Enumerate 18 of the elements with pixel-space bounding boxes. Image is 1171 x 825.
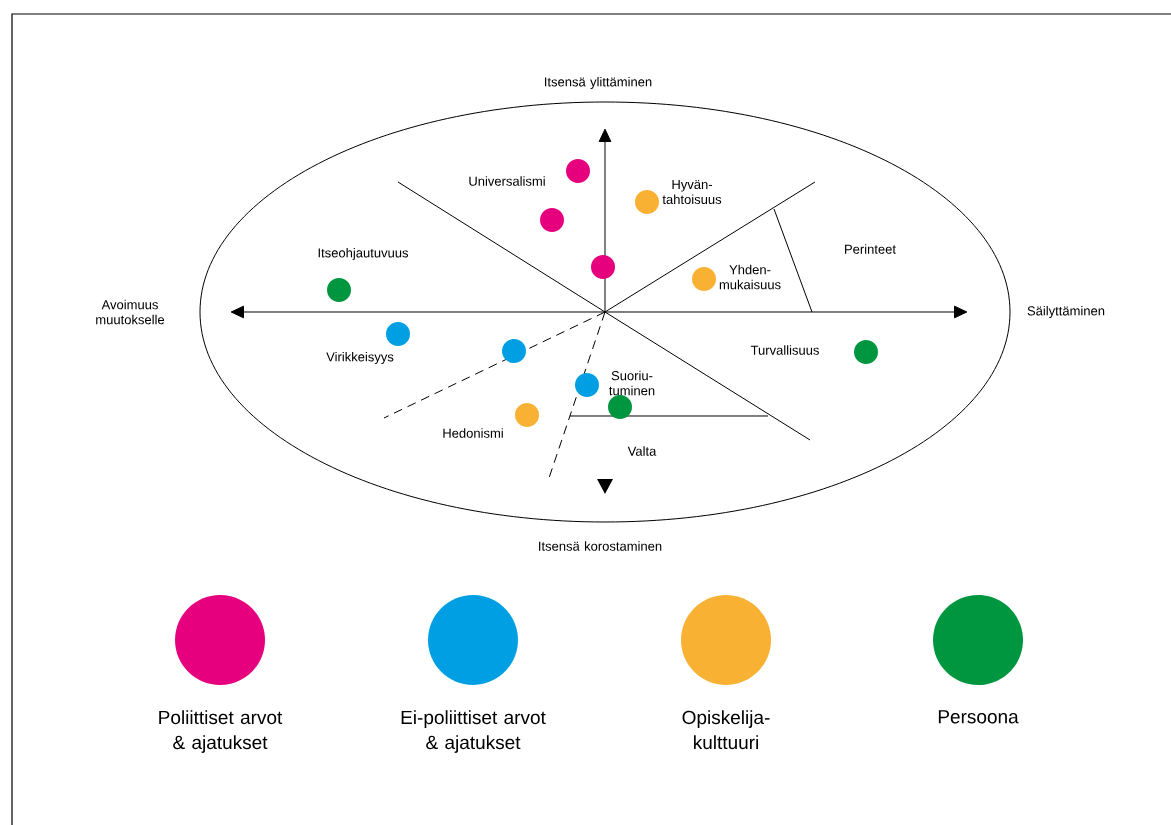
legend-label: Ei-poliittiset arvot & ajatukset: [401, 710, 546, 753]
value-label: Virikkeisyys: [326, 351, 394, 365]
value-label: Universalismi: [469, 176, 545, 186]
value-label: Säilyttäminen: [1027, 305, 1105, 319]
value-label: Turvallisuus: [750, 345, 819, 355]
value-label: Itseohjautuvuus: [318, 247, 409, 261]
value-label: Hyvän- tahtoisuus: [662, 179, 722, 205]
value-label: Yhden- mukaisuus: [719, 264, 781, 290]
value-label: Valta: [627, 446, 657, 456]
value-label: Suoriu- tuminen: [609, 370, 655, 396]
value-label: Avoimuus muutokselle: [96, 299, 165, 325]
legend-label: Persoona: [938, 710, 1019, 724]
value-label: Itsensä korostaminen: [539, 541, 662, 551]
legend-label: Opiskelija- kulttuuri: [682, 710, 770, 750]
legend-label: Poliittiset arvot & ajatukset: [159, 710, 283, 753]
value-label: Itsensä ylittäminen: [545, 76, 652, 90]
value-label: Perinteet: [845, 244, 896, 254]
value-label: Hedonismi: [443, 428, 503, 438]
